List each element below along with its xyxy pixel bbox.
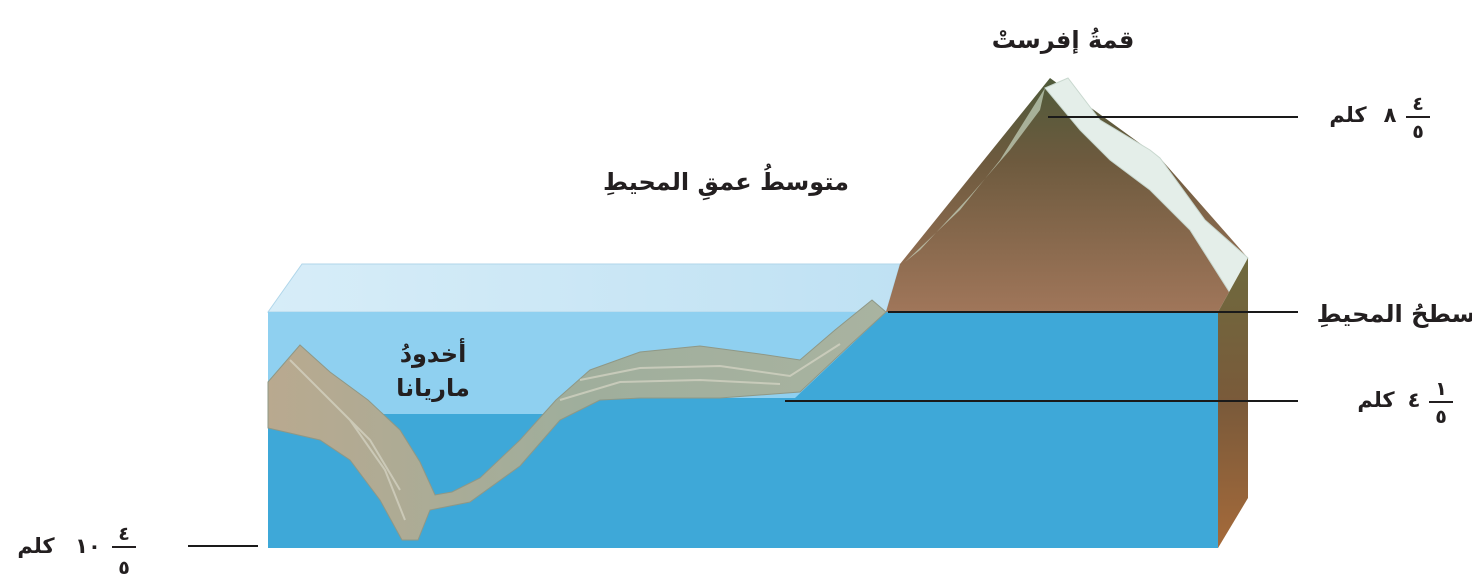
trench-depth-measurement: كلم ١٠ ٤ ٥ xyxy=(17,523,136,579)
everest-height-denominator: ٥ xyxy=(1412,121,1424,143)
everest-height-whole: ٨ xyxy=(1384,103,1397,127)
trench-depth-whole: ١٠ xyxy=(75,534,101,558)
trench-depth-unit: كلم xyxy=(17,534,55,558)
everest-summit-label: قمةُ إفرستْ xyxy=(992,26,1135,54)
average-depth-unit: كلم xyxy=(1357,388,1395,412)
everest-height-unit: كلم xyxy=(1329,103,1367,127)
average-depth-whole: ٤ xyxy=(1408,388,1421,412)
ocean-surface-label: سطحُ المحيطِ xyxy=(1317,300,1472,328)
ocean-top-surface xyxy=(267,263,901,313)
average-ocean-depth-label: متوسطُ عمقِ المحيطِ xyxy=(603,164,849,201)
mariana-trench-label-line1: أخدودُ xyxy=(400,338,467,368)
average-depth-measurement: كلم ٤ ١ ٥ xyxy=(1357,378,1453,428)
average-depth-denominator: ٥ xyxy=(1435,406,1447,428)
everest-mountain xyxy=(886,78,1248,312)
average-depth-numerator: ١ xyxy=(1435,378,1447,400)
trench-depth-denominator: ٥ xyxy=(118,557,130,579)
mountain-side-face xyxy=(1218,258,1248,548)
mariana-trench-label-line2: ماريانا xyxy=(396,374,470,402)
seabed-texture xyxy=(289,343,841,521)
everest-height-measurement: كلم ٨ ٤ ٥ xyxy=(1329,93,1430,143)
trench-depth-numerator: ٤ xyxy=(118,523,130,545)
everest-height-numerator: ٤ xyxy=(1412,93,1424,115)
seabed-band xyxy=(267,299,887,541)
